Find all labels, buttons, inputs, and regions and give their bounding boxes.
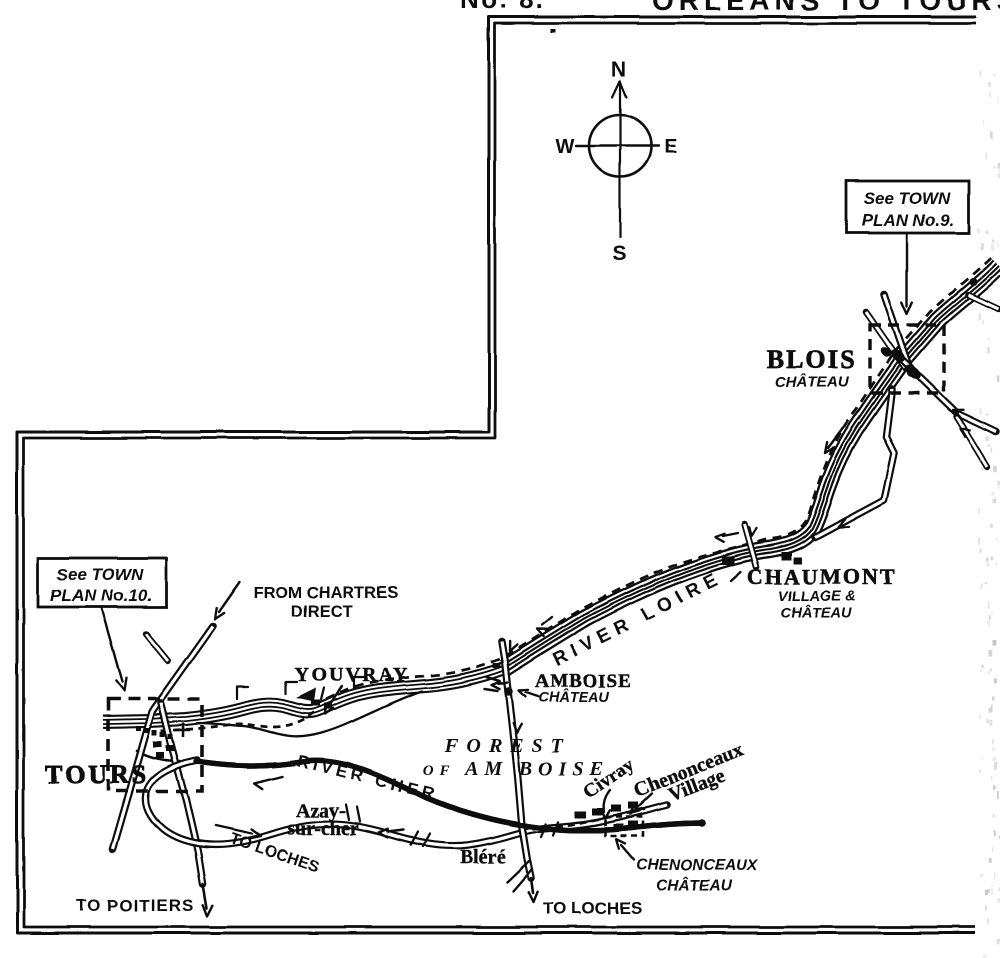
svg-text:PLAN No.10.: PLAN No.10. — [50, 586, 152, 605]
svg-text:TOURS: TOURS — [45, 760, 149, 789]
svg-text:CHENONCEAUX: CHENONCEAUX — [636, 857, 759, 874]
svg-text:ORLEANS TO TOURS: ORLEANS TO TOURS — [652, 0, 1000, 16]
svg-text:E: E — [664, 136, 677, 158]
svg-text:DIRECT: DIRECT — [291, 603, 352, 621]
svg-text:CHÂTEAU: CHÂTEAU — [656, 877, 733, 895]
svg-text:See TOWN: See TOWN — [57, 565, 144, 584]
svg-text:RIVER CHER: RIVER CHER — [295, 751, 440, 804]
svg-text:Bléré: Bléré — [460, 846, 506, 868]
svg-text:BLOIS: BLOIS — [767, 345, 857, 374]
svg-text:See TOWN: See TOWN — [864, 189, 951, 208]
svg-text:TO POITIERS: TO POITIERS — [76, 896, 194, 915]
svg-text:S: S — [612, 242, 626, 265]
svg-text:FROM CHARTRES: FROM CHARTRES — [254, 584, 399, 602]
svg-text:OF AM BOISE: OF AM BOISE — [423, 758, 609, 780]
svg-text:YOUVRAY: YOUVRAY — [295, 664, 409, 686]
svg-text:N: N — [610, 58, 625, 81]
svg-text:No. 8.: No. 8. — [460, 0, 546, 14]
svg-text:sur-cher: sur-cher — [287, 818, 359, 840]
svg-text:CHÂTEAU: CHÂTEAU — [538, 688, 609, 706]
svg-text:W: W — [556, 136, 575, 158]
svg-text:CHAUMONT: CHAUMONT — [747, 564, 896, 589]
svg-text:AMBOISE: AMBOISE — [535, 671, 632, 692]
svg-text:VILLAGE &: VILLAGE & — [778, 589, 855, 605]
svg-text:PLAN No.9.: PLAN No.9. — [862, 211, 955, 230]
svg-text:CHÂTEAU: CHÂTEAU — [781, 604, 852, 622]
svg-text:FOREST: FOREST — [444, 735, 571, 757]
svg-text:TO LOCHES: TO LOCHES — [543, 899, 642, 918]
svg-text:CHÂTEAU: CHÂTEAU — [775, 373, 849, 391]
svg-text:Azay-: Azay- — [296, 800, 346, 822]
